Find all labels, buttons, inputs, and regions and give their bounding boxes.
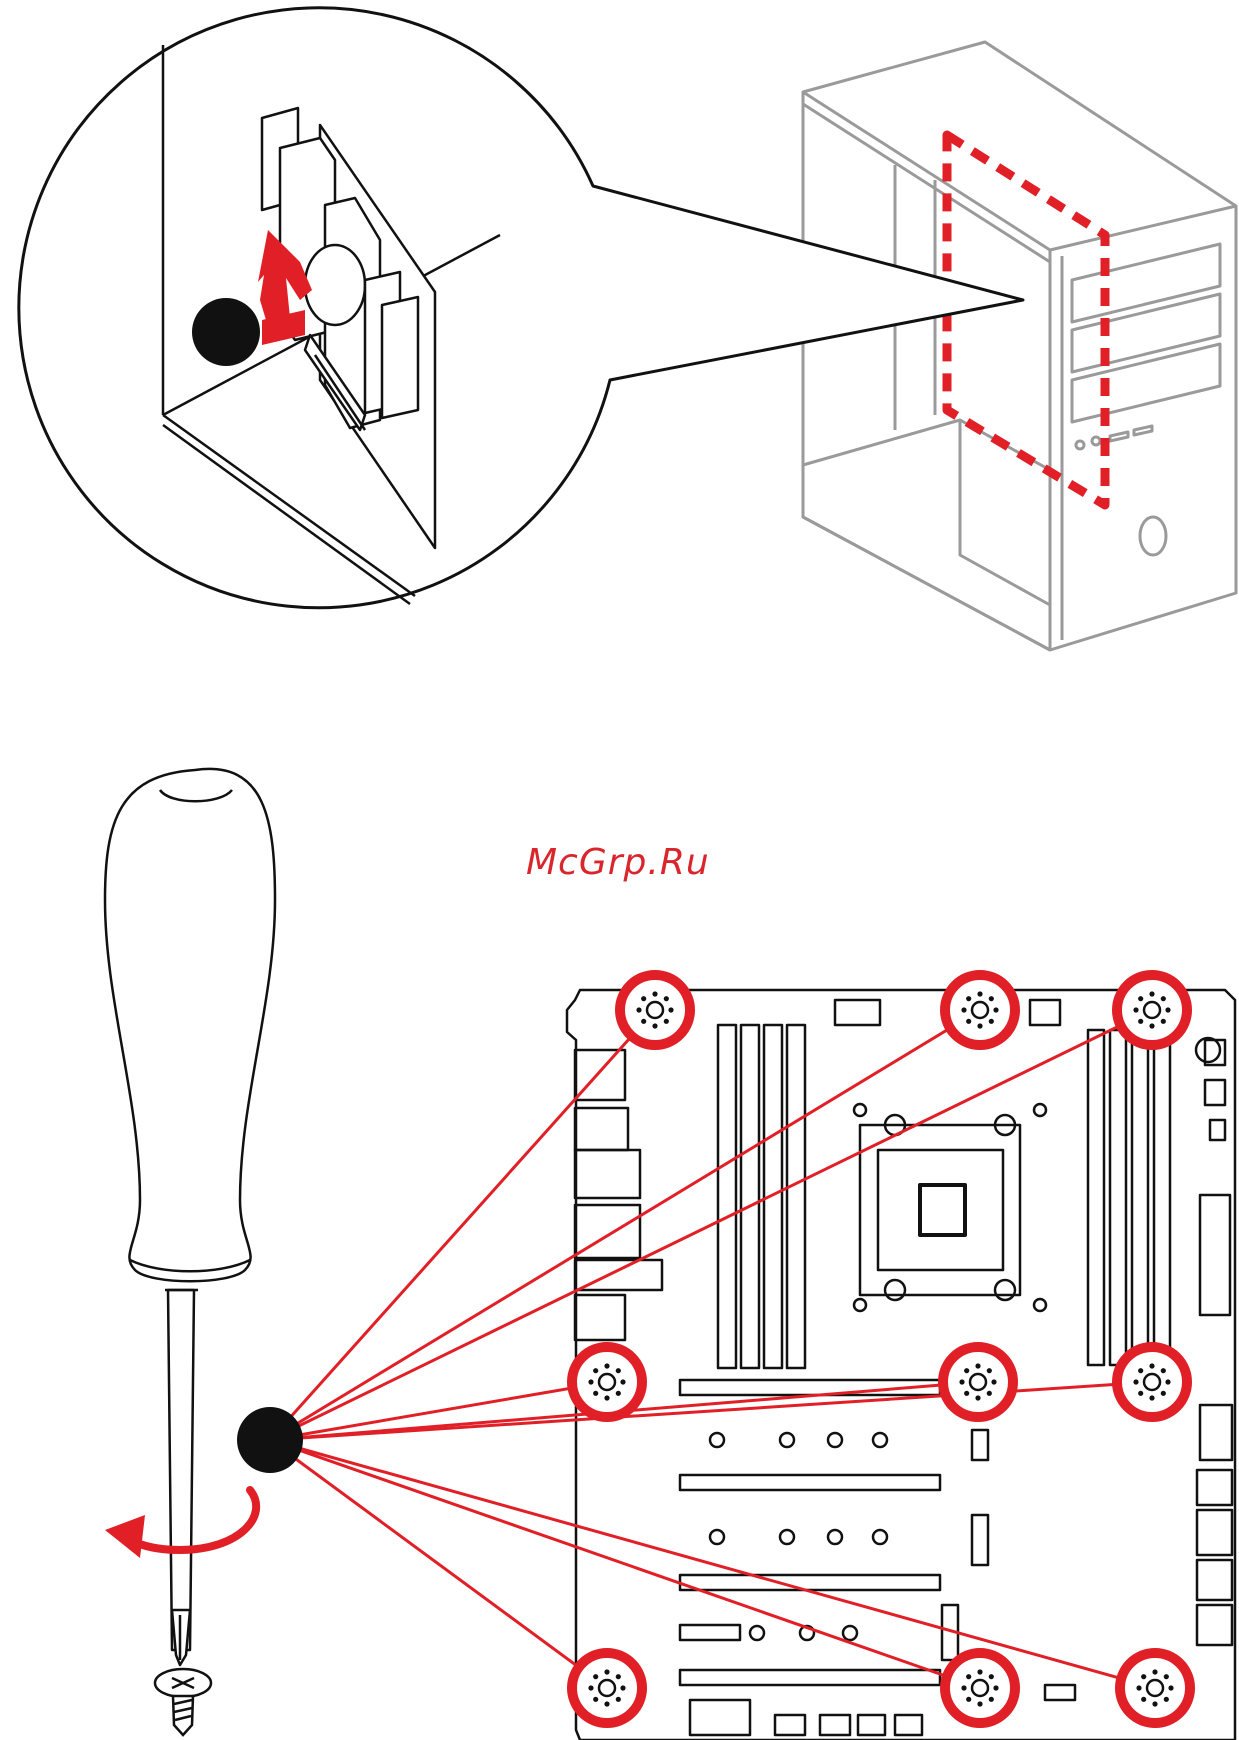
pc-case (803, 42, 1236, 650)
mount-hole-bottom-middle (945, 1653, 1015, 1723)
mount-hole-top-left (620, 975, 690, 1045)
step-marker-icon (237, 1407, 303, 1473)
watermark: McGrp.Ru (526, 842, 710, 883)
mount-hole-middle-center (943, 1347, 1013, 1417)
step-marker-icon (192, 298, 260, 366)
mount-hole-top-middle (945, 975, 1015, 1045)
mount-hole-top-right (1117, 975, 1187, 1045)
mount-hole-middle-left (572, 1347, 642, 1417)
mount-hole-bottom-right (1120, 1653, 1190, 1723)
mount-hole-middle-right (1117, 1347, 1187, 1417)
rotate-arrow-icon (130, 1490, 256, 1550)
motherboard-standoff-inset (19, 8, 1023, 608)
screw-icon (155, 1669, 211, 1735)
mount-hole-bottom-left (572, 1653, 642, 1723)
screw-line-bottom-left (270, 1440, 607, 1688)
